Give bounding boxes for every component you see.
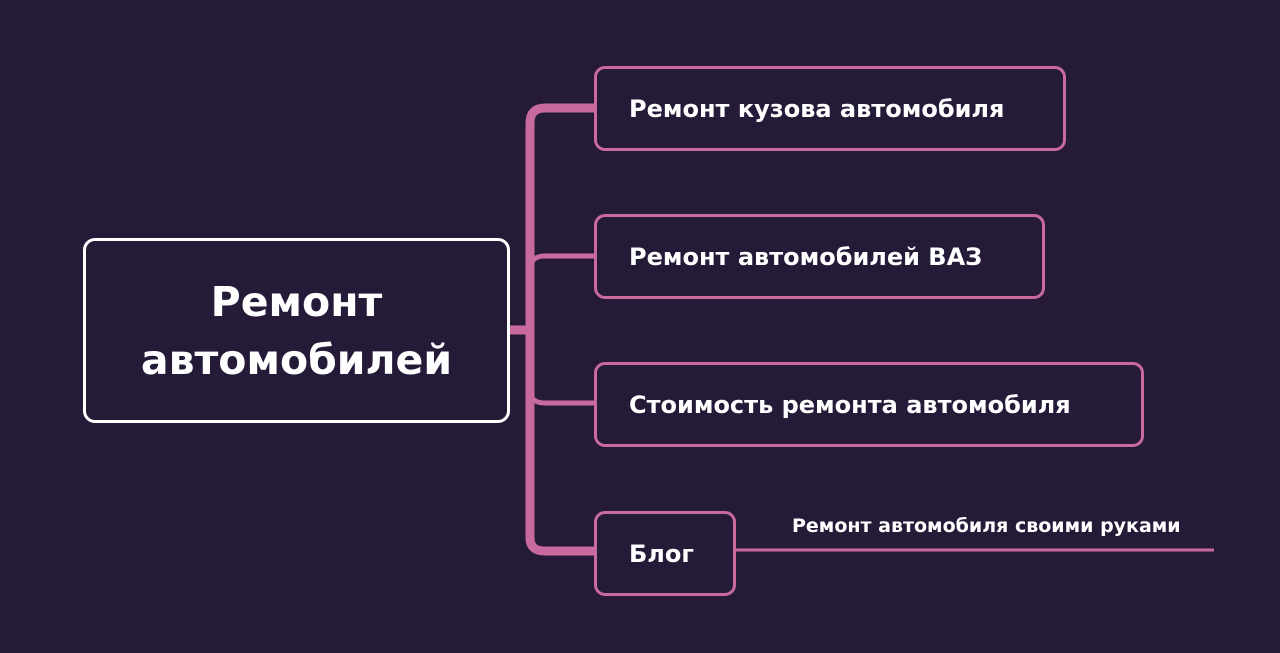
branch-label: Блог (629, 539, 694, 568)
branch-connector-2 (527, 253, 596, 271)
branch-connector-3 (527, 389, 596, 406)
branch-label: Стоимость ремонта автомобиля (629, 390, 1071, 419)
branch-label: Ремонт автомобилей ВАЗ (629, 242, 983, 271)
root-node: Ремонт автомобилей (83, 238, 510, 423)
trunk-line (525, 103, 596, 556)
branch-blog: Блог (594, 511, 736, 596)
branch-body-repair: Ремонт кузова автомобиля (594, 66, 1066, 151)
branch-label: Ремонт кузова автомобиля (629, 94, 1005, 123)
branch-vaz-repair: Ремонт автомобилей ВАЗ (594, 214, 1045, 299)
sub-branch-label: Ремонт автомобиля своими руками (792, 515, 1181, 537)
root-title: Ремонт автомобилей (140, 277, 453, 384)
branch-repair-cost: Стоимость ремонта автомобиля (594, 362, 1144, 447)
